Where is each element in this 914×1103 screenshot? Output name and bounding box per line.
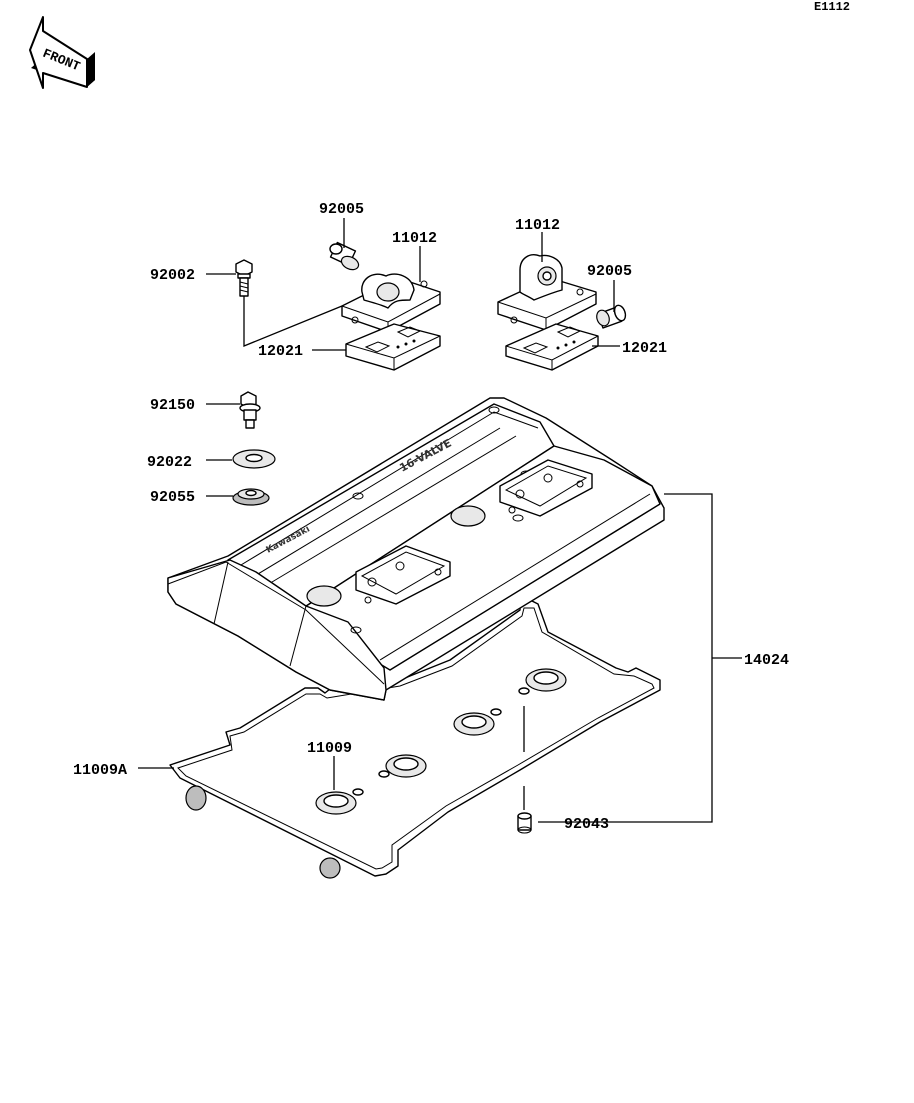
washer-92022 bbox=[232, 449, 276, 469]
part-label-92005-left: 92005 bbox=[319, 201, 364, 218]
left-reed-valve-group bbox=[235, 241, 441, 371]
part-label-92055: 92055 bbox=[150, 489, 195, 506]
bolt-92002 bbox=[235, 259, 253, 297]
reed-plate-12021-left bbox=[345, 323, 441, 371]
gasket-11009A bbox=[169, 598, 661, 879]
part-label-92005-right: 92005 bbox=[587, 263, 632, 280]
reed-plate-12021-right bbox=[505, 323, 599, 371]
plug-seals-11009 bbox=[315, 668, 567, 815]
part-label-11009A: 11009A bbox=[73, 762, 127, 779]
cylinder-head-cover-14024: Kawasaki 16-VALVE bbox=[167, 397, 665, 879]
valve-cover-11012-right bbox=[497, 254, 597, 331]
grommet-92055 bbox=[232, 488, 270, 506]
leader-lines bbox=[138, 218, 742, 823]
part-label-11012-right: 11012 bbox=[515, 217, 560, 234]
bolt-92150 bbox=[239, 391, 261, 429]
diagram-code: E1112 bbox=[814, 0, 850, 14]
part-label-11012-left: 11012 bbox=[392, 230, 437, 247]
part-label-92150: 92150 bbox=[150, 397, 195, 414]
part-label-92043: 92043 bbox=[564, 816, 609, 833]
pipe-92005-right bbox=[596, 304, 627, 329]
part-label-92002: 92002 bbox=[150, 267, 195, 284]
part-label-92022: 92022 bbox=[147, 454, 192, 471]
part-label-12021-left: 12021 bbox=[258, 343, 303, 360]
part-label-14024: 14024 bbox=[744, 652, 789, 669]
pipe-92005-left bbox=[329, 241, 360, 271]
part-label-11009: 11009 bbox=[307, 740, 352, 757]
front-arrow-icon: FRONT bbox=[29, 16, 95, 89]
dowel-pin-92043 bbox=[517, 812, 532, 834]
part-label-12021-right: 12021 bbox=[622, 340, 667, 357]
right-reed-valve-group bbox=[497, 254, 627, 371]
valve-cover-11012-left bbox=[341, 273, 441, 333]
